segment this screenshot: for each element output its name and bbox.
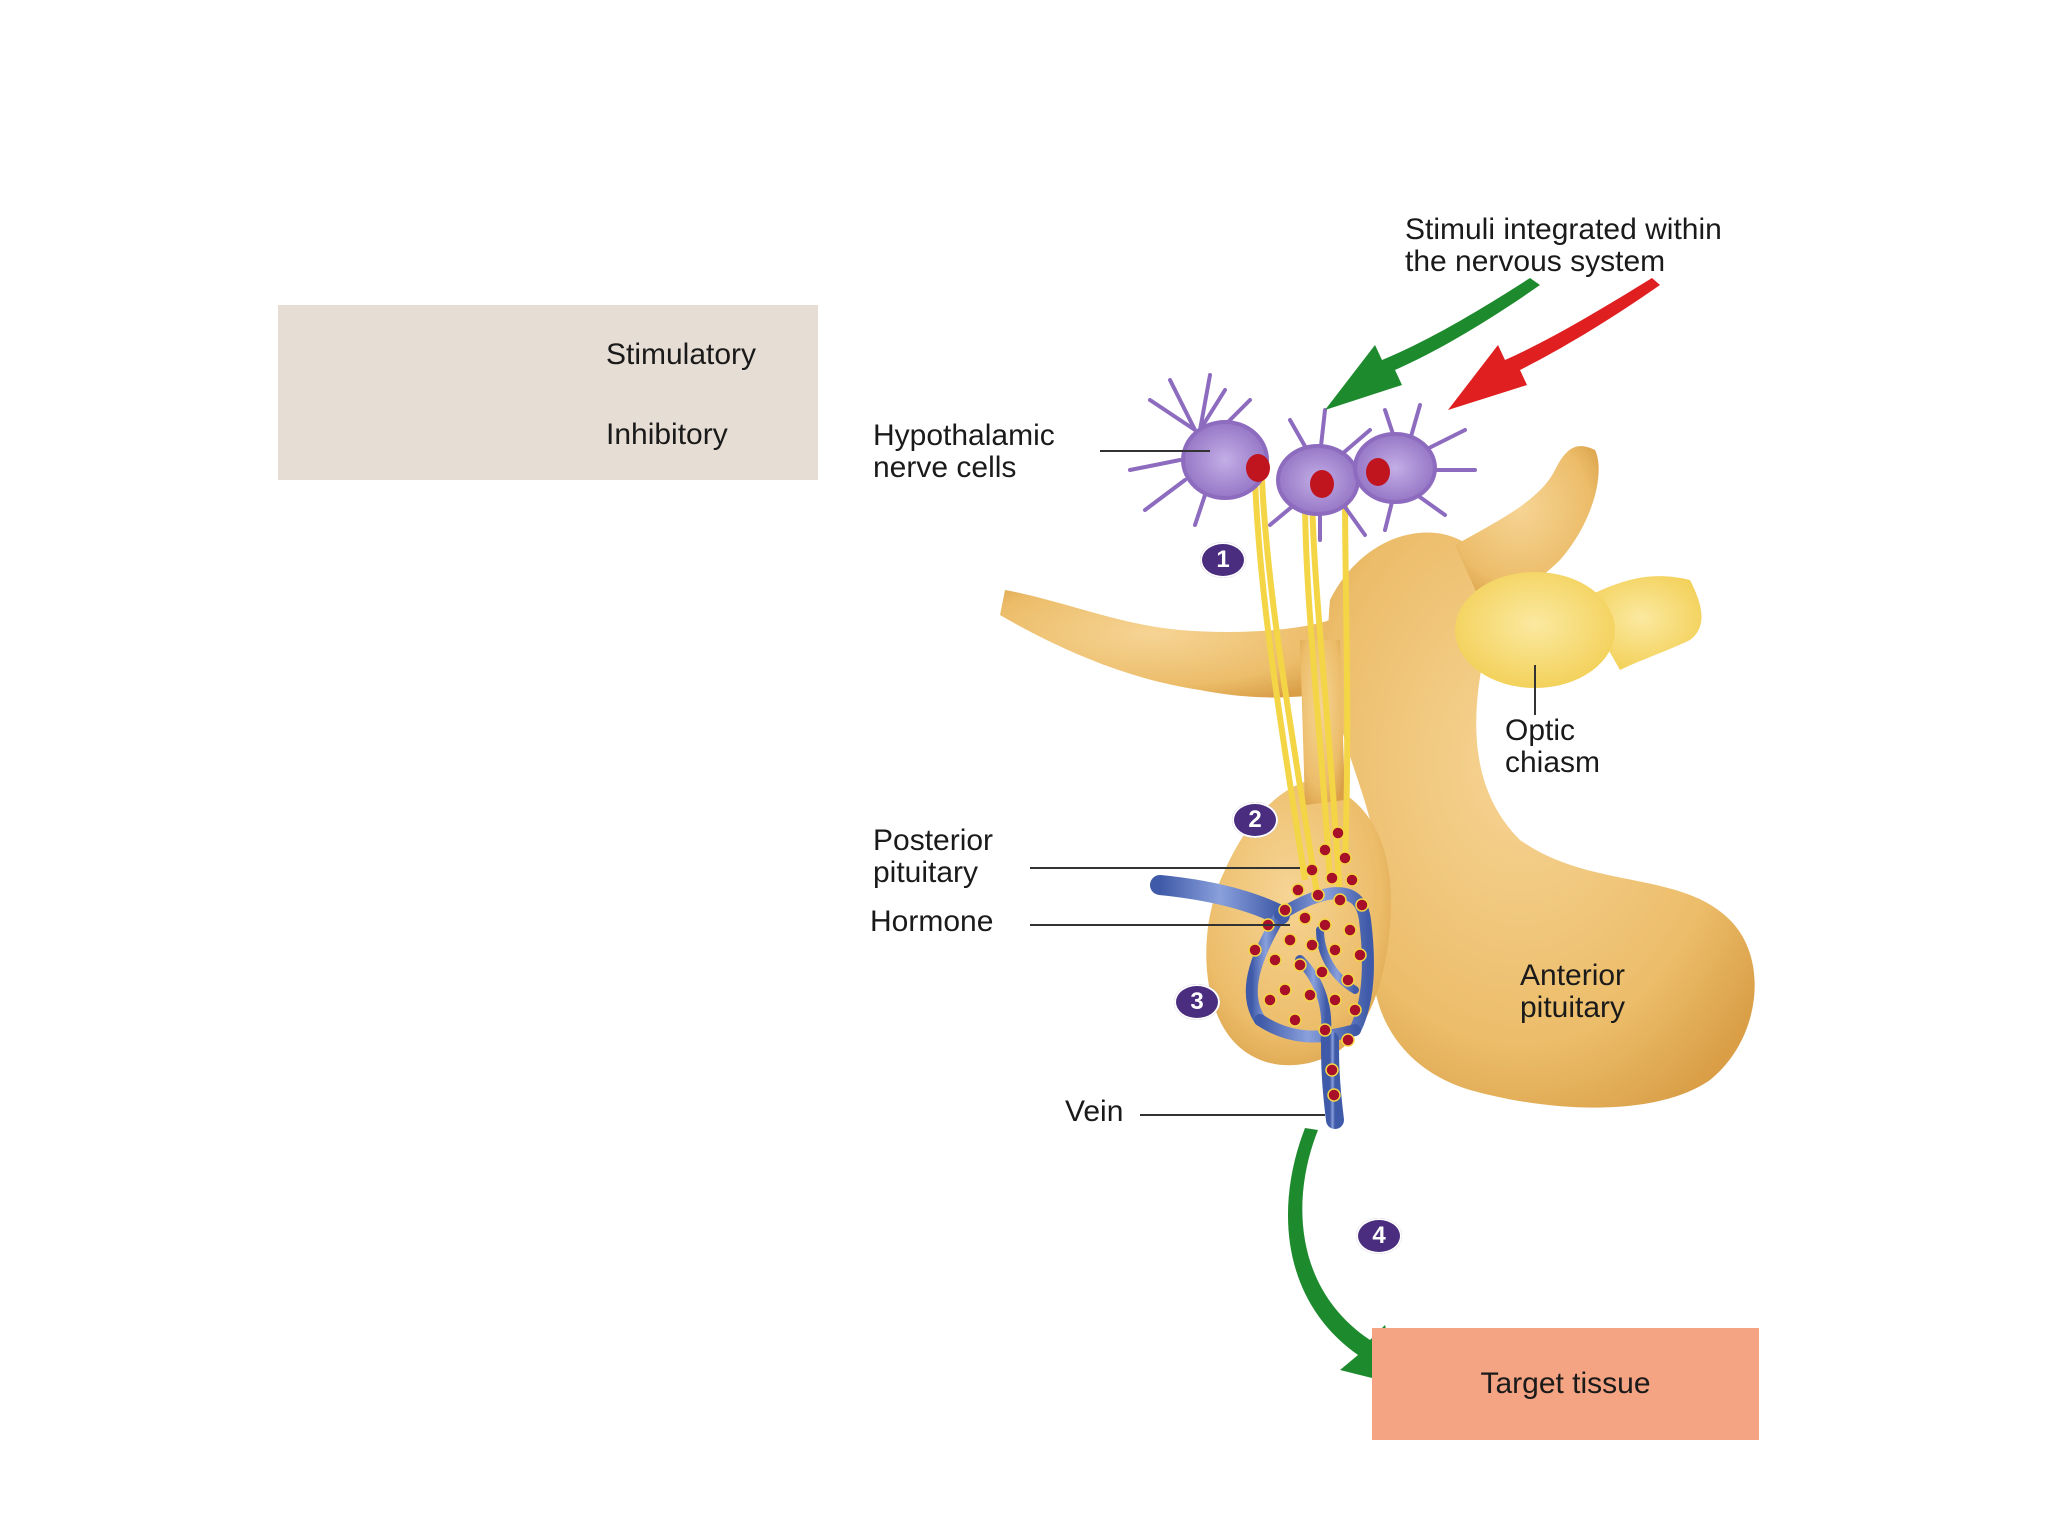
target-tissue-box: Target tissue xyxy=(1372,1328,1759,1440)
optic-chiasm-label: Optic chiasm xyxy=(1505,714,1601,779)
anterior-pituitary-label: Anterior pituitary xyxy=(1520,959,1626,1024)
target-tissue-label: Target tissue xyxy=(1480,1367,1651,1400)
stimuli-label: Stimuli integrated within the nervous sy… xyxy=(1405,213,1722,278)
optic-chiasm xyxy=(1455,572,1702,688)
hypothalamus-arm xyxy=(1000,590,1340,698)
input-inhibitory-arrow xyxy=(1448,278,1660,410)
hormone-label: Hormone xyxy=(870,905,994,938)
step-badge-2: 2 xyxy=(1232,802,1278,838)
vein-label: Vein xyxy=(1065,1095,1124,1128)
legend-inhibitory-label: Inhibitory xyxy=(606,418,728,451)
hypothalamic-label: Hypothalamic nerve cells xyxy=(873,419,1055,484)
input-stimulatory-arrow xyxy=(1325,278,1540,410)
anterior-pituitary xyxy=(1328,446,1755,1108)
neuron-nuclei xyxy=(1246,454,1390,498)
legend xyxy=(278,305,818,480)
step-badge-1: 1 xyxy=(1200,542,1246,578)
posterior-pituitary-label: Posterior pituitary xyxy=(873,824,994,889)
legend-stimulatory-label: Stimulatory xyxy=(606,338,757,371)
leader-lines xyxy=(1030,450,1536,1116)
axon-tracts xyxy=(1252,479,1351,901)
hormone-granules xyxy=(1248,826,1369,1102)
step-badge-3: 3 xyxy=(1174,984,1220,1020)
step-badge-4: 4 xyxy=(1356,1218,1402,1254)
